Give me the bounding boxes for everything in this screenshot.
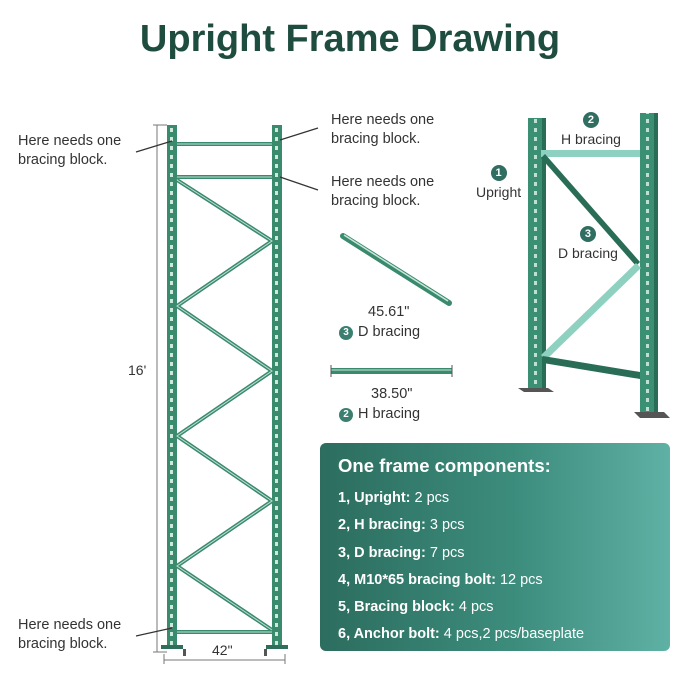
picture-label-text: Upright: [476, 184, 522, 200]
note-line: bracing block.: [18, 636, 108, 652]
component-qty: 2 pcs: [410, 490, 450, 506]
component-name: 5, Bracing block:: [338, 599, 455, 616]
h-bracing-length: 38.50": [371, 386, 413, 402]
component-name: 3, D bracing:: [338, 544, 426, 561]
page-title: Upright Frame Drawing: [139, 18, 561, 60]
number-badge: 3: [579, 226, 596, 242]
picture-label-h-bracing: 2 H bracing: [561, 112, 621, 147]
picture-label-upright: 1 Upright: [476, 165, 521, 200]
note-line: Here needs one: [331, 174, 435, 190]
component-qty: 4 pcs,2 pcs/baseplate: [439, 626, 585, 643]
component-item: 5, Bracing block: 4 pcs: [338, 594, 652, 621]
component-name: 1, Upright:: [338, 490, 411, 506]
bracing-block-note-top-right-2: Here needs one bracing block.: [331, 173, 434, 211]
d-bracings: [173, 178, 276, 632]
note-line: Here needs one: [18, 617, 122, 633]
frame-3d-picture: [518, 113, 670, 418]
base-plate-right: [266, 645, 288, 649]
components-title: One frame components:: [338, 455, 551, 476]
component-item: 4, M10*65 bracing bolt: 12 pcs: [338, 567, 652, 594]
part-name: D bracing: [358, 324, 421, 340]
component-item: 1, Upright: 2 pcs: [338, 485, 652, 512]
note-line: bracing block.: [331, 131, 421, 147]
part-name: H bracing: [358, 406, 421, 422]
base-plate-left: [161, 645, 183, 649]
component-qty: 3 pcs: [425, 517, 465, 534]
number-badge: 3: [339, 326, 353, 340]
h-bracing-part-label: 2 H bracing: [339, 406, 420, 422]
component-item: 3, D bracing: 7 pcs: [338, 540, 652, 567]
picture-label-d-bracing: 3 D bracing: [558, 226, 618, 261]
note-line: Here needs one: [331, 112, 435, 128]
bracing-block-note-top-right-1: Here needs one bracing block.: [331, 111, 434, 149]
component-qty: 7 pcs: [425, 544, 465, 561]
bracing-block-note-bottom-left: Here needs one bracing block.: [18, 616, 121, 654]
d-bracing-part-label: 3 D bracing: [339, 324, 420, 340]
d-bracing-part: [340, 233, 452, 306]
number-badge: 2: [339, 408, 353, 422]
component-name: 2, H bracing:: [338, 517, 426, 534]
height-dimension: 16': [128, 362, 147, 378]
component-item: 6, Anchor bolt: 4 pcs,2 pcs/baseplate: [338, 621, 652, 648]
picture-label-text: H bracing: [561, 131, 621, 147]
front-frame: [161, 125, 288, 656]
components-panel: One frame components: 1, Upright: 2 pcs …: [320, 443, 670, 651]
bracing-block-note-top-left: Here needs one bracing block.: [18, 132, 121, 170]
leader-lines: [135, 127, 319, 637]
dimension-lines: [153, 124, 286, 664]
component-name: 6, Anchor bolt:: [338, 626, 440, 643]
picture-label-text: D bracing: [558, 245, 618, 261]
component-item: 2, H bracing: 3 pcs: [338, 512, 652, 539]
width-dimension: 42": [212, 642, 233, 658]
note-line: bracing block.: [331, 193, 421, 209]
note-line: Here needs one: [18, 133, 122, 149]
component-qty: 4 pcs: [454, 599, 494, 616]
number-badge: 2: [582, 112, 599, 128]
number-badge: 1: [490, 165, 507, 181]
h-bracing-part: [330, 365, 453, 377]
component-name: 4, M10*65 bracing bolt:: [338, 571, 496, 588]
note-line: bracing block.: [18, 152, 108, 168]
component-qty: 12 pcs: [495, 571, 543, 588]
d-bracing-length: 45.61": [368, 304, 410, 320]
